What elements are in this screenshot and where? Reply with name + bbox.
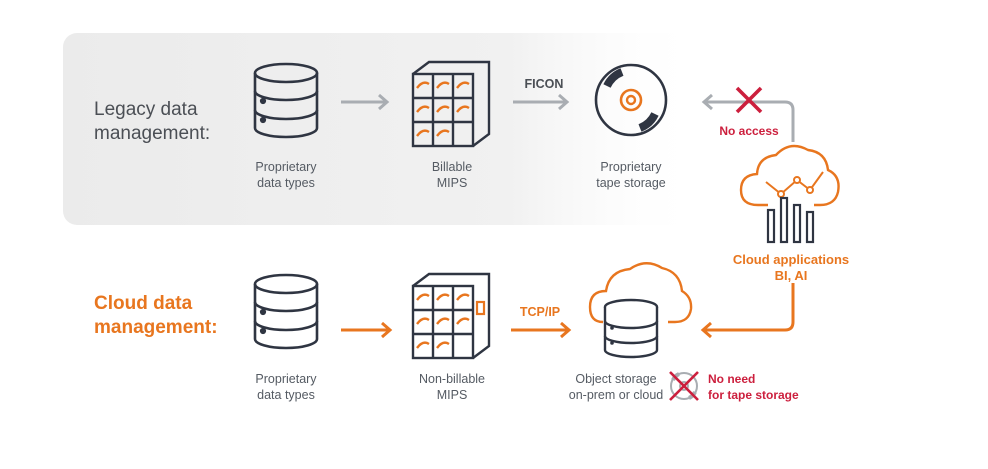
legacy-compute-label: Billable MIPS [392, 159, 512, 191]
legacy-protocol-label: FICON [524, 77, 564, 91]
cloud-storage-label: Object storage on-prem or cloud [556, 371, 676, 403]
cloud-apps-label: Cloud applications BI, AI [721, 252, 861, 284]
legacy-title-line1: Legacy data [94, 99, 198, 120]
legacy-panel [63, 33, 703, 225]
tape-storage-icon [594, 63, 668, 137]
no-tape-icon [669, 371, 699, 401]
no-access-label: No access [719, 124, 779, 138]
cloud-source-line2: data types [257, 388, 315, 402]
cloud-compute-line1: Non-billable [418, 372, 485, 386]
legacy-title-line2: management: [94, 123, 211, 144]
legacy-source-line1: Proprietary [255, 160, 317, 174]
arrow-legacy-2 [513, 93, 570, 111]
database-icon-legacy [253, 62, 319, 139]
no-tape-line2: for tape storage [708, 388, 799, 402]
cloud-source-label: Proprietary data types [226, 371, 346, 403]
cloud-title: Cloud data management: [94, 292, 244, 340]
cloud-return-arrow [700, 283, 795, 339]
no-access-arrow [701, 86, 795, 142]
cloud-compute-line2: MIPS [436, 388, 468, 402]
cloud-apps-line2: BI, AI [774, 268, 808, 283]
cloud-source-line1: Proprietary [255, 372, 317, 386]
legacy-compute-line1: Billable [431, 160, 473, 174]
no-tape-label: No need for tape storage [708, 371, 828, 403]
legacy-source-label: Proprietary data types [226, 159, 346, 191]
cloud-apps-line1: Cloud applications [732, 252, 850, 267]
cloud-storage-line1: Object storage [575, 372, 657, 386]
cloud-compute-label: Non-billable MIPS [392, 371, 512, 403]
no-tape-line1: No need [708, 372, 756, 386]
legacy-title: Legacy data management: [94, 98, 244, 146]
cloud-storage-line2: on-prem or cloud [568, 388, 664, 402]
arrow-legacy-1 [341, 93, 390, 111]
database-icon-cloud [253, 273, 319, 350]
arrow-cloud-1 [341, 321, 393, 339]
legacy-storage-label: Proprietary tape storage [571, 159, 691, 191]
cloud-title-line1: Cloud data [94, 293, 193, 314]
cloud-protocol-label: TCP/IP [519, 305, 561, 319]
mainframe-icon-cloud [411, 272, 491, 360]
arrow-cloud-2 [511, 321, 572, 339]
legacy-storage-line2: tape storage [596, 176, 666, 190]
cloud-title-line2: management: [94, 317, 218, 338]
legacy-compute-line2: MIPS [436, 176, 468, 190]
cloud-analytics-icon [739, 144, 840, 244]
mainframe-icon-legacy [411, 60, 491, 148]
legacy-source-line2: data types [257, 176, 315, 190]
object-storage-icon [588, 262, 693, 359]
legacy-storage-line1: Proprietary [600, 160, 662, 174]
